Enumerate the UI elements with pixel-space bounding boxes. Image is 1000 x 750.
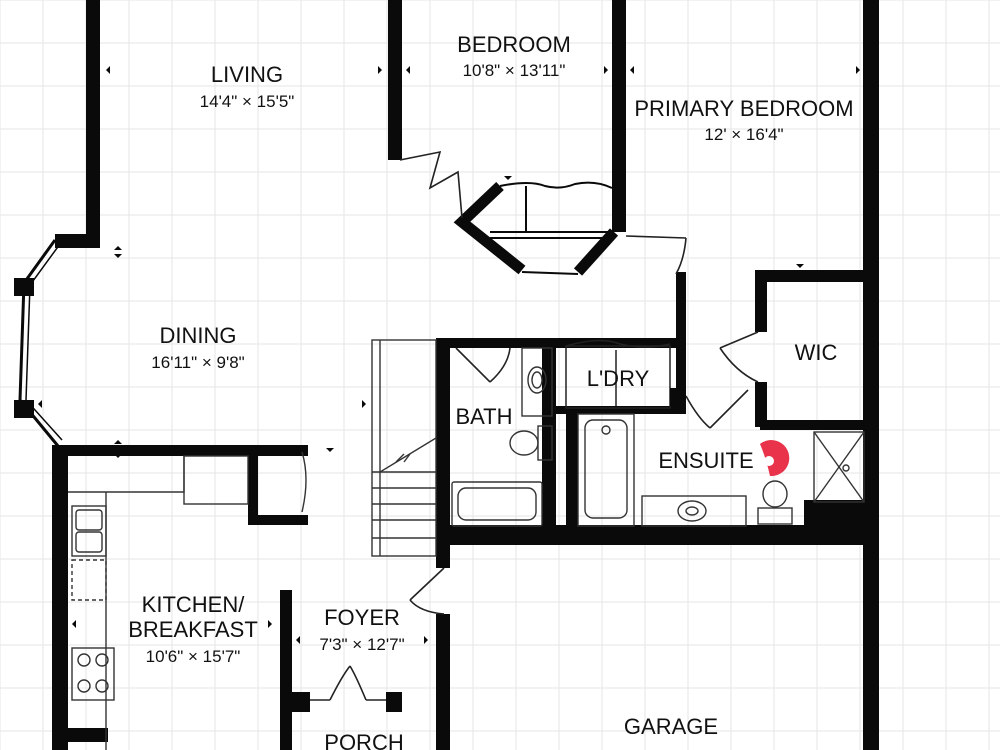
kitchen-fixtures xyxy=(68,451,307,750)
bath-fixtures xyxy=(451,347,553,527)
foyer-dims: 7'3" × 12'7" xyxy=(319,635,404,654)
wic-label: WIC xyxy=(795,340,838,365)
primary-bedroom-dims: 12' × 16'4" xyxy=(704,125,783,144)
wall xyxy=(68,728,108,742)
dining-dims: 16'11" × 9'8" xyxy=(151,353,244,372)
dining-label: DINING xyxy=(160,323,237,348)
bedroom-dims: 10'8" × 13'11" xyxy=(463,61,566,80)
bath-toilet xyxy=(509,430,539,456)
dimension-ticks xyxy=(38,66,860,644)
wall xyxy=(760,420,865,430)
living-dims: 14'4" × 15'5" xyxy=(200,92,295,111)
wall xyxy=(52,445,68,750)
bay-window xyxy=(18,239,63,447)
laundry-label: L'DRY xyxy=(587,366,650,391)
wall xyxy=(542,338,556,528)
wall xyxy=(388,0,402,160)
wall xyxy=(440,525,866,545)
wall xyxy=(280,590,292,750)
foyer-label: FOYER xyxy=(324,605,400,630)
ensuite-tub xyxy=(577,413,635,527)
ensuite-shower xyxy=(813,431,865,503)
wall xyxy=(755,270,767,332)
ensuite-label: ENSUITE xyxy=(658,448,753,473)
wall xyxy=(436,338,566,348)
wall xyxy=(556,406,686,414)
ensuite-vanity xyxy=(641,495,747,527)
wall xyxy=(612,0,626,232)
wall xyxy=(436,614,450,750)
primary-bedroom-door xyxy=(625,235,687,275)
kitchen-dishwasher xyxy=(71,559,107,601)
bath-label: BATH xyxy=(455,404,512,429)
kitchen-label-line2: BREAKFAST xyxy=(128,617,258,642)
kitchen-sink xyxy=(71,505,107,557)
wall xyxy=(55,234,100,248)
laundry-connector xyxy=(670,388,678,406)
wic-door xyxy=(719,331,759,383)
foyer-doors xyxy=(310,567,445,701)
ensuite-toilet-tank xyxy=(757,507,793,525)
wall xyxy=(248,515,308,525)
wall xyxy=(14,400,34,418)
wall xyxy=(863,0,879,750)
kitchen-label-line1: KITCHEN/ xyxy=(142,592,246,617)
wall xyxy=(755,270,865,282)
bath-tub xyxy=(451,481,543,527)
garage-label: GARAGE xyxy=(624,714,718,739)
wall xyxy=(292,692,310,712)
wall xyxy=(436,338,450,568)
room-labels: LIVING 14'4" × 15'5" BEDROOM 10'8" × 13'… xyxy=(128,32,853,750)
location-marker[interactable] xyxy=(760,440,790,477)
bath-sink xyxy=(527,366,547,394)
walls xyxy=(14,0,879,750)
wall xyxy=(248,448,258,524)
stairs xyxy=(371,339,437,557)
wall xyxy=(755,382,767,427)
wall xyxy=(566,410,578,530)
bedroom-door xyxy=(399,150,463,219)
ensuite-fixtures xyxy=(577,413,865,527)
living-label: LIVING xyxy=(211,62,283,87)
porch-label: PORCH xyxy=(324,730,403,750)
wall xyxy=(556,338,686,348)
wall xyxy=(386,692,402,712)
kitchen-stove xyxy=(71,647,115,701)
bath-vanity xyxy=(521,347,553,417)
laundry-closet xyxy=(565,339,678,409)
wall xyxy=(804,500,866,530)
kitchen-dims: 10'6" × 15'7" xyxy=(146,647,241,666)
bath-door xyxy=(455,347,511,383)
bedroom-closet-bay-inner xyxy=(490,181,613,275)
ensuite-toilet xyxy=(762,480,788,508)
ensuite-sink xyxy=(677,500,707,522)
bedroom-closet-bay xyxy=(453,182,619,276)
wall xyxy=(86,0,100,248)
primary-bedroom-label: PRIMARY BEDROOM xyxy=(634,96,853,121)
wall xyxy=(52,445,308,456)
bedroom-label: BEDROOM xyxy=(457,32,571,57)
ensuite-door xyxy=(685,389,749,429)
